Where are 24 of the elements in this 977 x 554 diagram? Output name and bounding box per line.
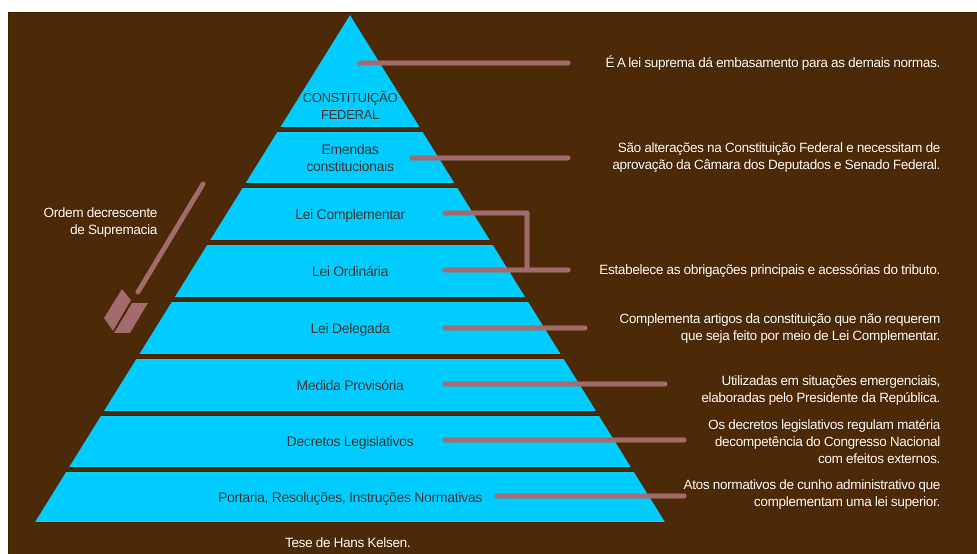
leader-line [410,156,570,160]
tier-label: Lei Ordinária [312,262,388,280]
description-text: Utilizadas em situações emergenciais, elaboradas pelo Presidente da República. [700,372,940,406]
tier-label: Emendas constitucionais [305,140,395,174]
tier-label: CONSTITUIÇÃO FEDERAL [302,89,398,123]
description-text: Os decretos legislativos regulam matéria decompetência do Congresso Nacional com efeitos externos. [690,416,940,467]
tier-label: Lei Delegada [310,320,390,336]
description-text: Atos normativos de cunho administrativo que complementam uma lei superior. [680,476,940,510]
arrow-label: Ordem decrescente de Supremacia [42,204,157,238]
leader-line [442,268,570,272]
leader-line [358,60,570,66]
description-text: Complementa artigos da constituição que não requerem que seja feito por meio de Lei Complementar. [595,310,940,344]
leader-line [442,438,686,442]
tier-label: Portaria, Resoluções, Instruções Normativas [218,488,482,506]
tier-label: Medida Provisória [296,376,404,394]
tier-label: Decretos Legislativos [286,433,414,450]
tier-label: Lei Complementar [295,206,405,222]
description-text: É A lei suprema dá embasamento para as demais normas. [560,54,940,71]
leader-line [494,494,686,498]
caption: Tese de Hans Kelsen. [285,534,410,551]
leader-line [442,326,588,330]
description-text: Estabelece as obrigações principais e acessórias do tributo. [560,261,940,278]
description-text: São alterações na Constituição Federal e necessitam de aprovação da Câmara dos Deputados e Senado Federal. [595,139,940,173]
leader-line [442,382,668,386]
